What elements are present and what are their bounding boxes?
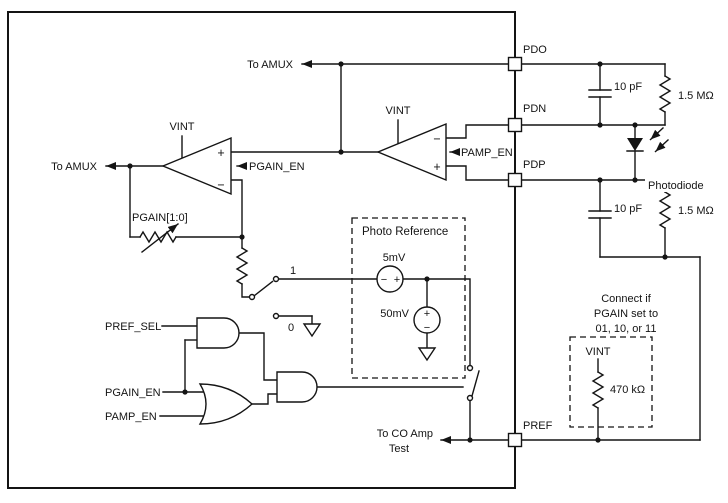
resistors: [139, 75, 672, 409]
switch-pos1-label: 1: [290, 265, 296, 277]
cap-bottom-label: 10 pF: [614, 203, 642, 215]
connect-note-line1: Connect if: [601, 293, 651, 305]
pins: [507, 56, 523, 448]
co-amp-label-line1: To CO Amp: [377, 428, 433, 440]
res-470k-label: 470 kΩ: [610, 384, 645, 396]
connect-note-line3: 01, 10, or 11: [596, 323, 657, 335]
pin-pdp-label: PDP: [523, 159, 546, 171]
source-5mv: [376, 265, 404, 293]
to-amux-left-label: To AMUX: [51, 161, 98, 173]
pgain-en-label: PGAIN_EN: [249, 161, 305, 173]
pin-pref: [507, 432, 523, 448]
pamp-opamp: [376, 122, 447, 182]
pgain-opamp: [161, 136, 232, 196]
series-resistor: [235, 247, 249, 285]
external-wires: [520, 63, 701, 441]
pin-pdn: [507, 117, 523, 133]
junction-dots: [127, 61, 668, 443]
source-5mv-plus: +: [394, 274, 400, 286]
or-gate: [198, 383, 254, 425]
internal-wires: [105, 60, 701, 444]
vint-pamp-label: VINT: [385, 105, 410, 117]
source-5mv-label: 5mV: [383, 252, 406, 264]
gain-switch-common: [248, 293, 256, 301]
pgain-variable-resistor: [139, 230, 177, 244]
label-backing: [645, 179, 709, 192]
res-bottom-label: 1.5 MΩ: [678, 205, 714, 217]
pin-pdo: [507, 56, 523, 72]
ground-symbol: [417, 347, 437, 362]
pdp-input-wire: [445, 165, 510, 181]
and-gate-2: [276, 371, 318, 403]
pgain-pullup-box: [569, 336, 653, 428]
light-arrow: [654, 139, 669, 153]
source-5mv-minus: −: [381, 274, 387, 286]
pin-pdp: [507, 172, 523, 188]
resistor-1p5M-bottom: [658, 191, 672, 229]
pgain-plus-sign: +: [217, 146, 224, 160]
pamp-en-gate-label: PAMP_EN: [105, 411, 157, 423]
gain-switch-pos0: [272, 312, 280, 320]
to-amux-top-label: To AMUX: [247, 59, 294, 71]
pref-switch-bottom: [466, 394, 474, 402]
resistor-470k: [591, 371, 605, 409]
photodiode-symbol: [626, 138, 644, 152]
chip-boundary: [7, 11, 516, 489]
res-top-label: 1.5 MΩ: [678, 90, 714, 102]
pamp-plus-sign: +: [433, 160, 440, 174]
pref-switch-lever: [471, 370, 480, 397]
switch-pos0-label: 0: [288, 322, 294, 334]
pdn-input-wire: [445, 124, 510, 139]
source-50mv-minus: −: [424, 322, 430, 334]
vint-pgain-label: VINT: [169, 121, 194, 133]
source-50mv-label: 50mV: [380, 308, 409, 320]
connect-note-line2: PGAIN set to: [594, 308, 658, 320]
feedback-wire: [230, 179, 243, 238]
cap-top-label: 10 pF: [614, 81, 642, 93]
switch-contacts: [248, 275, 474, 402]
light-arrow: [649, 127, 664, 141]
pgain-en-gate-label: PGAIN_EN: [105, 387, 161, 399]
ground-symbol: [302, 323, 322, 338]
pamp-minus-sign: −: [433, 132, 440, 146]
co-amp-label-line2: Test: [389, 443, 409, 455]
pin-pdo-label: PDO: [523, 44, 547, 56]
variable-resistor-arrow: [141, 223, 179, 253]
resistor-1p5M-top: [658, 75, 672, 113]
pref-sel-label: PREF_SEL: [105, 321, 161, 333]
pin-pdn-label: PDN: [523, 103, 546, 115]
gain-switch-pos1: [272, 275, 280, 283]
and-gate-1: [196, 317, 240, 349]
source-50mv: [413, 306, 441, 334]
pgain-minus-sign: −: [217, 178, 224, 192]
pref-switch-top: [466, 364, 474, 372]
photo-reference-box: [351, 217, 466, 379]
photo-reference-title: Photo Reference: [362, 226, 448, 238]
pgain-bus-label: PGAIN[1:0]: [132, 212, 188, 224]
gain-switch-lever: [253, 280, 274, 297]
pamp-en-label: PAMP_EN: [461, 147, 513, 159]
source-50mv-plus: +: [424, 308, 430, 320]
pin-pref-label: PREF: [523, 420, 553, 432]
photodiode-label: Photodiode: [648, 180, 704, 192]
vint-pullup-label: VINT: [585, 346, 610, 358]
labels: PDO PDN PDP PREF To AMUX To AMUX VINT VI…: [51, 44, 714, 455]
